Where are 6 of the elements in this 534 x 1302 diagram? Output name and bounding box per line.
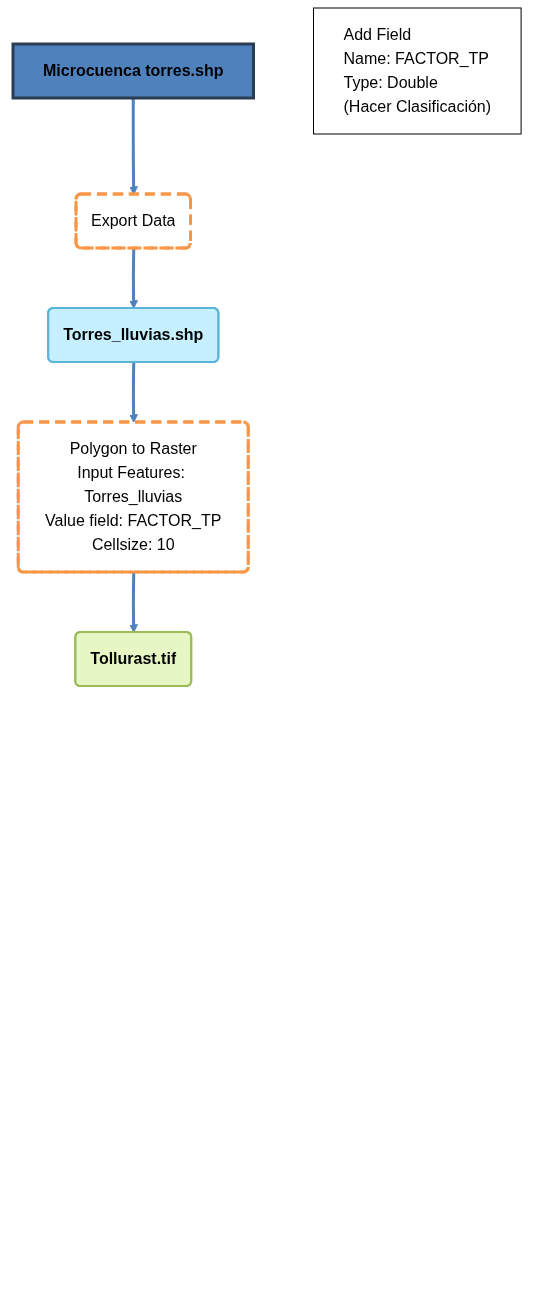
node-box: Add Field Name: FACTOR_TP Type: Double (Hacer Clasificación) xyxy=(312,7,522,135)
arrow xyxy=(129,98,138,195)
arrow xyxy=(129,572,138,633)
arrow xyxy=(129,362,138,423)
arrow xyxy=(129,248,138,309)
node-box: Microcuenca torres.shp xyxy=(11,42,255,100)
